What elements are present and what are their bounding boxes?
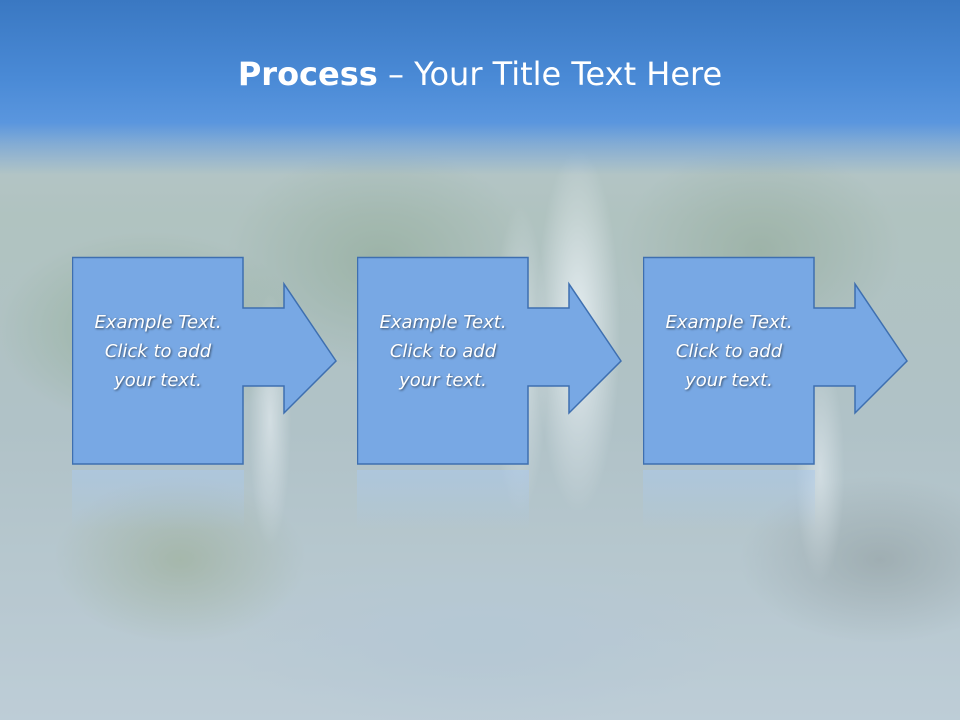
title-banner: [0, 0, 960, 175]
step-2-text: Example Text. Click to add your text.: [357, 308, 529, 395]
process-step-3[interactable]: Example Text. Click to add your text.: [643, 256, 960, 486]
slide-title[interactable]: Process – Your Title Text Here: [0, 52, 960, 96]
step-3-line-2: Click to add: [675, 341, 783, 362]
step-1-text: Example Text. Click to add your text.: [72, 308, 244, 395]
step-2-reflection: [357, 470, 529, 530]
step-2-line-2: Click to add: [389, 341, 497, 362]
step-3-arrow-shape: [643, 256, 908, 465]
step-1-reflection: [72, 470, 244, 530]
process-step-1[interactable]: Example Text. Click to add your text.: [72, 256, 412, 486]
slide-title-bold: Process: [237, 55, 378, 93]
step-1-line-3: your text.: [114, 370, 202, 391]
process-step-2[interactable]: Example Text. Click to add your text.: [357, 256, 697, 486]
step-1-arrow-shape: [72, 256, 337, 465]
step-2-line-3: your text.: [399, 370, 487, 391]
step-3-reflection: [643, 470, 815, 530]
step-3-line-1: Example Text.: [665, 312, 793, 333]
step-2-arrow-shape: [357, 256, 622, 465]
step-1-line-2: Click to add: [104, 341, 212, 362]
step-3-text: Example Text. Click to add your text.: [643, 308, 815, 395]
slide-title-rest: – Your Title Text Here: [377, 55, 723, 93]
step-1-line-1: Example Text.: [94, 312, 222, 333]
step-3-line-3: your text.: [685, 370, 773, 391]
step-2-line-1: Example Text.: [379, 312, 507, 333]
